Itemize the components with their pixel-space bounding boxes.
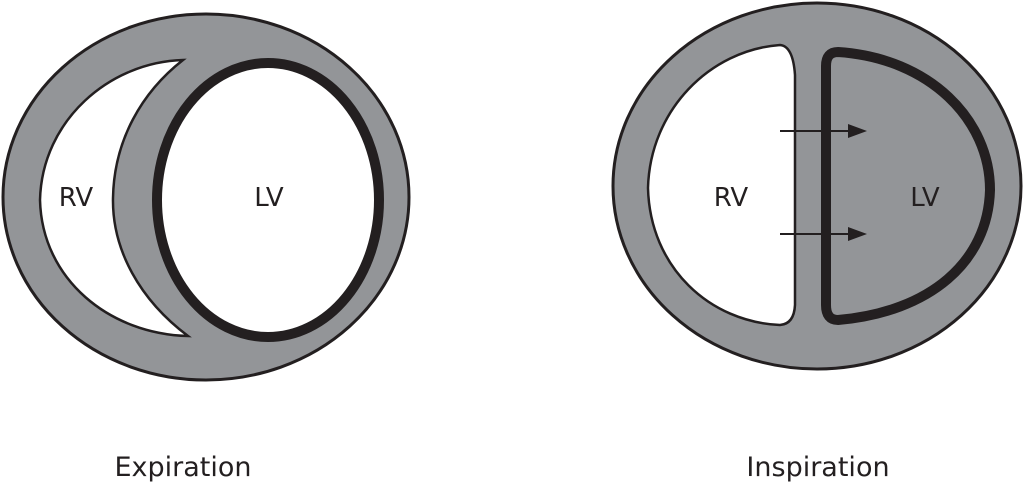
caption-expiration: Expiration	[114, 452, 251, 483]
rv-cavity-crescent	[38, 58, 192, 338]
lv-cavity	[152, 58, 384, 342]
rv-label: RV	[59, 183, 94, 213]
rv-cavity	[646, 43, 797, 327]
arrowhead-icon	[848, 124, 867, 138]
septal-shift-arrows	[780, 124, 867, 241]
lv-label: LV	[254, 183, 284, 213]
caption-inspiration: Inspiration	[746, 452, 889, 483]
lv-label: LV	[910, 183, 940, 213]
arrowhead-icon	[848, 227, 867, 241]
rv-label: RV	[714, 183, 749, 213]
lv-cavity-d-shape	[821, 46, 996, 326]
expiration-panel: RV LV Expiration	[1, 12, 411, 483]
inspiration-panel: RV LV Inspiration	[611, 1, 1023, 483]
